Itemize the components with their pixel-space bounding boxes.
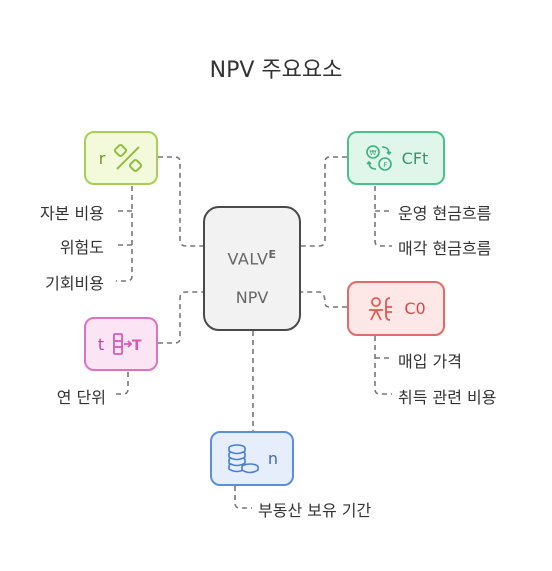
link-c0-center <box>301 291 347 308</box>
node-n-label: n <box>267 449 279 468</box>
node-cft-label: CFt <box>401 148 429 168</box>
center-line-2: NPV <box>235 288 269 307</box>
node-r: r <box>84 131 158 185</box>
label-c0-purchase-price: 매입 가격 <box>398 352 462 371</box>
link-c0-labels <box>374 336 392 395</box>
link-n-labels <box>234 486 252 509</box>
period-icon: T <box>113 333 142 355</box>
node-c0: C0 <box>347 281 445 336</box>
cash-flow-icon: ₩ ₣ <box>365 145 392 171</box>
svg-text:T: T <box>132 338 142 354</box>
percent-icon <box>114 143 143 173</box>
label-r-risk: 위험도 <box>59 238 104 257</box>
diagram-title: NPV 주요요소 <box>209 58 343 83</box>
link-t-center <box>158 291 203 344</box>
svg-text:₩: ₩ <box>369 149 376 157</box>
node-t: t T <box>84 317 158 371</box>
link-t-labels <box>113 372 129 395</box>
svg-text:₣: ₣ <box>382 161 387 169</box>
link-r-center <box>158 156 203 247</box>
label-cft-sale: 매각 현금흐름 <box>398 239 492 258</box>
center-valve-npv-node: VALVE NPV <box>203 206 301 331</box>
node-r-label: r <box>98 148 106 168</box>
center-line-1: VALVE <box>227 248 277 269</box>
label-n-holding-period: 부동산 보유 기간 <box>258 501 372 520</box>
link-r-labels <box>116 186 133 282</box>
node-c0-label: C0 <box>404 299 426 318</box>
node-t-label: t <box>97 334 105 354</box>
link-cft-labels <box>374 186 392 247</box>
node-cft: ₩ ₣ CFt <box>347 131 445 185</box>
label-r-capital-cost: 자본 비용 <box>40 204 104 223</box>
label-cft-operating: 운영 현금흐름 <box>398 204 492 223</box>
investor-icon <box>369 296 393 321</box>
node-n: n <box>210 431 294 486</box>
label-t-annual: 연 단위 <box>56 388 106 407</box>
label-r-opportunity-cost: 기회비용 <box>45 274 104 293</box>
label-c0-acquisition-cost: 취득 관련 비용 <box>398 388 497 407</box>
coins-icon <box>228 443 259 473</box>
link-cft-center <box>301 156 347 247</box>
